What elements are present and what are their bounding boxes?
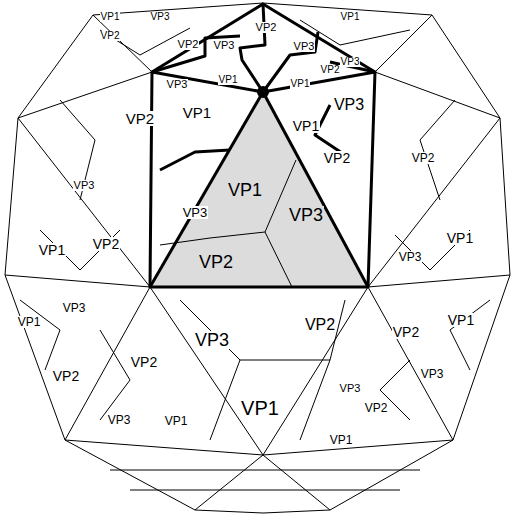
- protein-label: VP3: [339, 383, 362, 394]
- protein-label: VP2: [304, 317, 336, 333]
- protein-label: VP2: [177, 39, 200, 50]
- protein-label: VP3: [166, 79, 189, 90]
- protein-label: VP1: [340, 12, 361, 22]
- protein-label: VP1: [240, 398, 280, 418]
- protein-label: VP2: [198, 253, 234, 271]
- protein-label: VP2: [364, 402, 389, 414]
- protein-label: VP2: [255, 22, 278, 33]
- protein-label: VP1: [227, 181, 263, 199]
- protein-label: VP1: [447, 313, 475, 327]
- protein-label: VP3: [62, 302, 87, 314]
- protein-label: VP1: [218, 75, 239, 85]
- protein-label: VP2: [392, 325, 420, 339]
- protein-label: VP3: [288, 206, 324, 224]
- protein-label: VP2: [100, 31, 121, 41]
- protein-label: VP2: [320, 65, 341, 75]
- protein-label: VP3: [182, 206, 209, 219]
- protein-label: VP3: [333, 97, 365, 113]
- protein-label: VP3: [107, 414, 132, 426]
- protein-label: VP1: [329, 434, 354, 446]
- protein-label: VP3: [194, 331, 230, 349]
- protein-label: VP1: [38, 243, 66, 257]
- protein-label: VP1: [100, 12, 121, 22]
- protein-label: VP1: [290, 79, 311, 89]
- protein-label: VP1: [17, 316, 42, 328]
- protein-label: VP1: [292, 119, 320, 133]
- protein-label: VP3: [213, 40, 236, 51]
- protein-label: VP1: [446, 231, 474, 245]
- protein-label: VP1: [164, 415, 189, 427]
- protein-label: VP3: [73, 180, 96, 191]
- protein-label: VP3: [340, 57, 361, 67]
- protein-label: VP3: [420, 368, 445, 380]
- protein-label: VP2: [411, 152, 436, 164]
- protein-label: VP2: [125, 111, 155, 126]
- protein-label: VP2: [323, 151, 351, 165]
- protein-label: VP1: [182, 105, 212, 120]
- protein-label: VP2: [92, 237, 120, 251]
- protein-label: VP2: [52, 369, 80, 383]
- protein-label: VP3: [150, 12, 171, 22]
- protein-label: VP3: [293, 41, 316, 52]
- protein-label: VP3: [398, 251, 423, 263]
- protein-label: VP2: [130, 355, 158, 369]
